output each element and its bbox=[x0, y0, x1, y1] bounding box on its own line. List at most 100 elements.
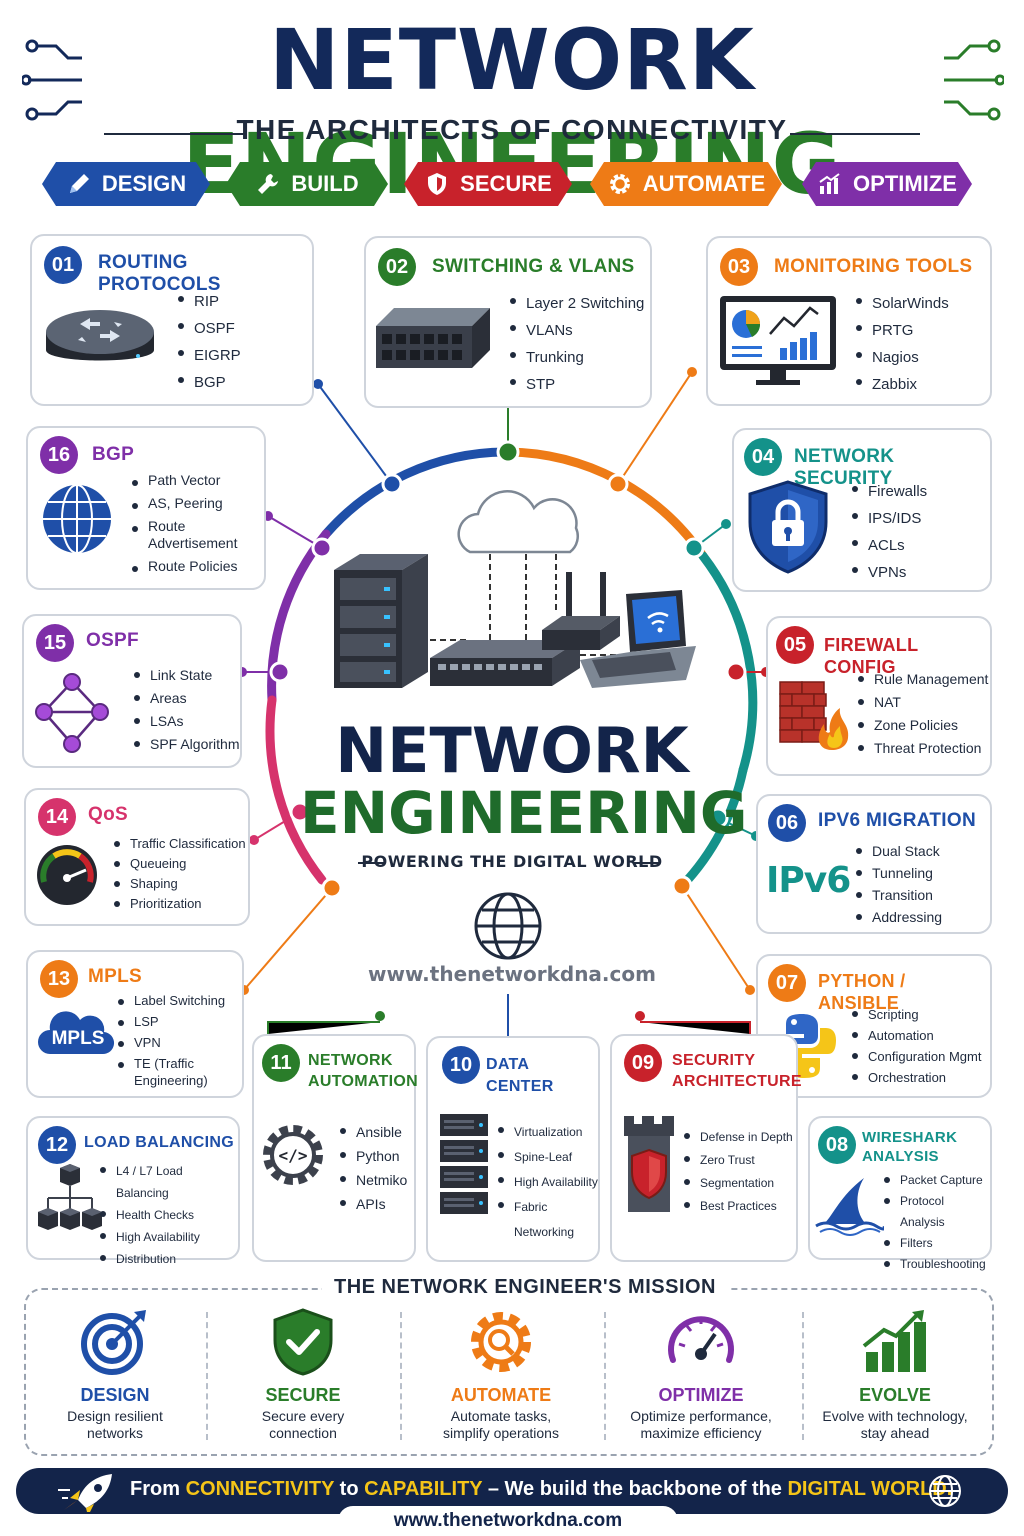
hub-devices-illustration bbox=[334, 490, 696, 688]
mission-item-title: EVOLVE bbox=[859, 1385, 931, 1405]
desc-line2: stay ahead bbox=[860, 1425, 930, 1441]
card-title: SWITCHING & VLANS bbox=[432, 256, 635, 277]
list-item: OSPF bbox=[176, 315, 241, 342]
desc-line2: simplify operations bbox=[443, 1425, 559, 1441]
card-list: SolarWinds PRTG Nagios Zabbix bbox=[854, 290, 949, 398]
switch-icon bbox=[376, 308, 490, 368]
bar-chart-icon bbox=[817, 171, 843, 197]
mission-item-title: SECURE bbox=[265, 1385, 341, 1405]
desc-line2: connection bbox=[269, 1425, 337, 1441]
server-rack-icon bbox=[334, 554, 428, 688]
card-ospf: 15 OSPF Link State Areas LSAs SPF Algori… bbox=[22, 614, 242, 768]
router-icon bbox=[46, 310, 154, 361]
card-list: Label Switching LSP VPN TE (Traffic Engi… bbox=[116, 992, 236, 1089]
card-title: MPLS bbox=[88, 966, 142, 987]
card-list: RIP OSPF EIGRP BGP bbox=[176, 288, 241, 396]
pill-design-label: DESIGN bbox=[101, 171, 187, 196]
svg-text:</>: </> bbox=[279, 1146, 308, 1165]
globe-icon bbox=[474, 892, 542, 960]
list-item: Queueing bbox=[112, 854, 246, 874]
card-number-badge: 14 bbox=[38, 798, 76, 836]
card-number-badge: 10 bbox=[442, 1046, 480, 1084]
card-title-line1: WIRESHARK bbox=[862, 1129, 958, 1146]
list-item: LSP bbox=[116, 1013, 236, 1030]
list-item: Scripting bbox=[850, 1004, 981, 1025]
card-number-badge: 13 bbox=[40, 960, 78, 998]
circuit-left-icon bbox=[22, 39, 82, 121]
list-item: Automation bbox=[850, 1025, 981, 1046]
server-stack-icon bbox=[440, 1114, 488, 1214]
wireless-router-icon bbox=[542, 572, 620, 650]
list-item: Health Checks bbox=[98, 1204, 238, 1226]
mission-divider bbox=[604, 1312, 606, 1440]
list-item: ACLs bbox=[850, 532, 927, 559]
list-item: Python bbox=[338, 1144, 407, 1168]
card-list: Virtualization Spine-Leaf High Availabil… bbox=[496, 1120, 598, 1245]
desc-line1: Automate tasks, bbox=[450, 1408, 552, 1424]
card-title-line2: ANALYSIS bbox=[862, 1148, 939, 1165]
list-item: SolarWinds bbox=[854, 290, 949, 317]
ipv6-logo: IPv6 bbox=[766, 860, 851, 901]
hub-url: www.thenetworkdna.com bbox=[368, 962, 656, 986]
list-item: Trunking bbox=[508, 344, 644, 371]
mission-automate: AUTOMATE Automate tasks,simplify operati… bbox=[406, 1308, 596, 1442]
card-title: OSPF bbox=[86, 630, 139, 651]
list-item: PRTG bbox=[854, 317, 949, 344]
hub-title-engineering: ENGINEERING bbox=[300, 779, 748, 847]
mpls-cloud-icon bbox=[38, 1011, 115, 1055]
mission-item-title: AUTOMATE bbox=[450, 1385, 552, 1405]
subtitle-rule-right bbox=[790, 133, 920, 135]
card-network-security: 04 NETWORK SECURITY Firewalls IPS/IDS AC… bbox=[732, 428, 992, 592]
card-title-line1: NETWORK bbox=[308, 1052, 393, 1069]
card-list: Firewalls IPS/IDS ACLs VPNs bbox=[850, 478, 927, 586]
slogan-highlight-digital-world: DIGITAL WORLD. bbox=[787, 1478, 953, 1500]
card-title: BGP bbox=[92, 444, 135, 465]
card-list: Link State Areas LSAs SPF Algorithm bbox=[132, 664, 239, 756]
load-balancer-icon bbox=[38, 1164, 102, 1230]
mission-item-title: OPTIMIZE bbox=[658, 1385, 744, 1405]
card-number-badge: 15 bbox=[36, 624, 74, 662]
desc-line1: Secure every bbox=[261, 1408, 345, 1424]
list-item: Rule Management bbox=[856, 668, 988, 691]
card-list: Packet Capture Protocol Analysis Filters… bbox=[882, 1170, 990, 1275]
pill-secure: SECURE bbox=[404, 162, 572, 206]
list-item: Areas bbox=[132, 687, 239, 710]
list-item: IPS/IDS bbox=[850, 505, 927, 532]
card-list: Path Vector AS, Peering Route Advertisem… bbox=[130, 472, 258, 575]
mission-optimize: OPTIMIZE Optimize performance,maximize e… bbox=[606, 1308, 796, 1442]
list-item: Protocol Analysis bbox=[882, 1191, 990, 1233]
list-item: Route Advertisement bbox=[130, 518, 258, 552]
list-item: EIGRP bbox=[176, 342, 241, 369]
list-item: Distribution bbox=[98, 1248, 238, 1270]
card-load-balancing: 12 LOAD BALANCING L4 / L7 Load Balancing… bbox=[26, 1116, 240, 1266]
card-title: MONITORING TOOLS bbox=[774, 256, 973, 277]
list-item: VPNs bbox=[850, 559, 927, 586]
gear-search-icon bbox=[471, 1312, 531, 1372]
card-number-badge: 12 bbox=[38, 1126, 76, 1164]
laptop-icon bbox=[580, 590, 696, 688]
desc-line2: networks bbox=[86, 1425, 144, 1441]
card-list: Ansible Python Netmiko APIs bbox=[338, 1120, 407, 1216]
list-item: Spine-Leaf bbox=[496, 1145, 598, 1170]
wrench-icon bbox=[255, 171, 281, 197]
slogan-part: – We build the backbone of the bbox=[482, 1478, 788, 1500]
card-number-badge: 09 bbox=[624, 1044, 662, 1082]
castle-shield-icon bbox=[624, 1116, 674, 1212]
firewall-icon bbox=[779, 681, 849, 750]
card-title: NETWORK SECURITY bbox=[794, 446, 895, 489]
card-number-badge: 02 bbox=[378, 248, 416, 286]
hub-tagline: POWERING THE DIGITAL WORLD bbox=[361, 852, 663, 871]
mission-item-desc: Automate tasks,simplify operations bbox=[406, 1408, 596, 1442]
globe-icon bbox=[929, 1475, 961, 1507]
tagline-rule-left bbox=[358, 862, 384, 864]
list-item: RIP bbox=[176, 288, 241, 315]
footer-url[interactable]: www.thenetworkdna.com bbox=[338, 1506, 678, 1536]
rocket-icon bbox=[58, 1474, 112, 1512]
card-number-badge: 01 bbox=[44, 246, 82, 284]
card-list: Defense in Depth Zero Trust Segmentation… bbox=[682, 1126, 793, 1218]
code-gear-icon: </> bbox=[263, 1125, 323, 1185]
